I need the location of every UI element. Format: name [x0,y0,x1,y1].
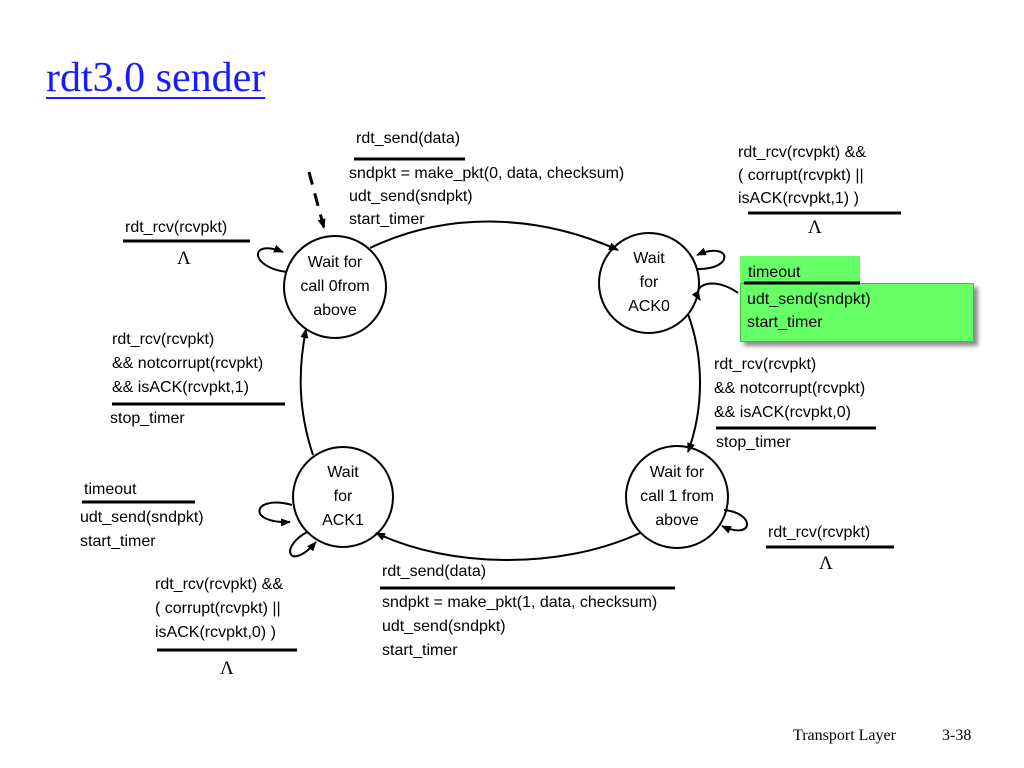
state-circle-wait-call-0 [283,235,387,339]
self-loop-ack0-timeout [691,282,739,301]
ack0-timeout-action-1: udt_send(sndpkt) [747,291,871,308]
slide-title: rdt3.0 sender [46,55,266,101]
call1-rcv-lambda: Λ [819,553,833,574]
ack0-bad-event-2: ( corrupt(rcvpkt) || [738,167,864,184]
call0-rcv-lambda: Λ [177,248,191,269]
send1-event: rdt_send(data) [382,563,487,580]
state-label-wait-ack-0: Wait for ACK0 [628,250,670,315]
timeout-highlight-tab [740,256,860,283]
ack1-timeout-action-2: start_timer [80,533,156,550]
call1-rcv-event: rdt_rcv(rcvpkt) [768,524,871,541]
state-label-wait-ack-1: Wait for ACK1 [322,464,364,529]
ack1-ok-action: stop_timer [110,410,185,427]
ack1-timeout-event: timeout [84,481,137,498]
initial-state-arrow [307,171,326,229]
state-circle-wait-call-1 [625,445,729,549]
ack0-ok-action: stop_timer [716,434,791,451]
ack1-bad-lambda: Λ [220,658,234,679]
transition-send1-arrow [375,532,641,561]
send1-action-1: sndpkt = make_pkt(1, data, checksum) [382,594,658,611]
ack1-bad-event-1: rdt_rcv(rcvpkt) && [155,576,284,593]
transition-ack0-ok-arrow [687,313,701,453]
ack0-timeout-event: timeout [748,264,801,281]
send1-action-2: udt_send(sndpkt) [382,618,506,635]
transition-ack1-ok-arrow [299,328,314,456]
ack1-ok-event-1: rdt_rcv(rcvpkt) [112,331,215,348]
send0-action-3: start_timer [349,211,425,228]
send0-action-2: udt_send(sndpkt) [349,188,473,205]
send0-event: rdt_send(data) [356,130,461,147]
state-circle-wait-ack-1 [292,446,394,548]
transition-send0-arrow [369,220,619,251]
ack0-bad-event-3: isACK(rcvpkt,1) ) [738,190,859,207]
self-loop-ack1-bad [289,531,317,558]
send1-action-3: start_timer [382,642,458,659]
timeout-highlight-box [740,283,974,342]
send0-action-1: sndpkt = make_pkt(0, data, checksum) [349,165,625,182]
ack0-ok-event-3: && isACK(rcvpkt,0) [714,404,851,421]
ack0-ok-event-1: rdt_rcv(rcvpkt) [714,356,817,373]
ack0-bad-event-1: rdt_rcv(rcvpkt) && [738,144,867,161]
state-circle-wait-ack-0 [598,232,700,334]
self-loop-call1 [721,509,748,534]
state-label-wait-call-0: Wait for call 0from above [300,254,370,319]
state-label-wait-call-1: Wait for call 1 from above [640,464,714,529]
ack1-timeout-action-1: udt_send(sndpkt) [80,509,204,526]
ack1-ok-event-3: && isACK(rcvpkt,1) [112,379,249,396]
ack0-timeout-action-2: start_timer [747,314,823,331]
ack1-ok-event-2: && notcorrupt(rcvpkt) [112,355,264,372]
self-loop-ack1-timeout [258,501,293,527]
ack0-ok-event-2: && notcorrupt(rcvpkt) [714,380,866,397]
ack1-bad-event-2: ( corrupt(rcvpkt) || [155,600,281,617]
self-loop-ack0-top [696,247,726,271]
call0-rcv-event: rdt_rcv(rcvpkt) [125,219,228,236]
footer-page-number: 3-38 [942,727,972,744]
self-loop-call0 [257,244,288,273]
ack1-bad-event-3: isACK(rcvpkt,0) ) [155,624,276,641]
ack0-bad-lambda: Λ [808,217,822,238]
footer-section: Transport Layer [793,727,896,744]
